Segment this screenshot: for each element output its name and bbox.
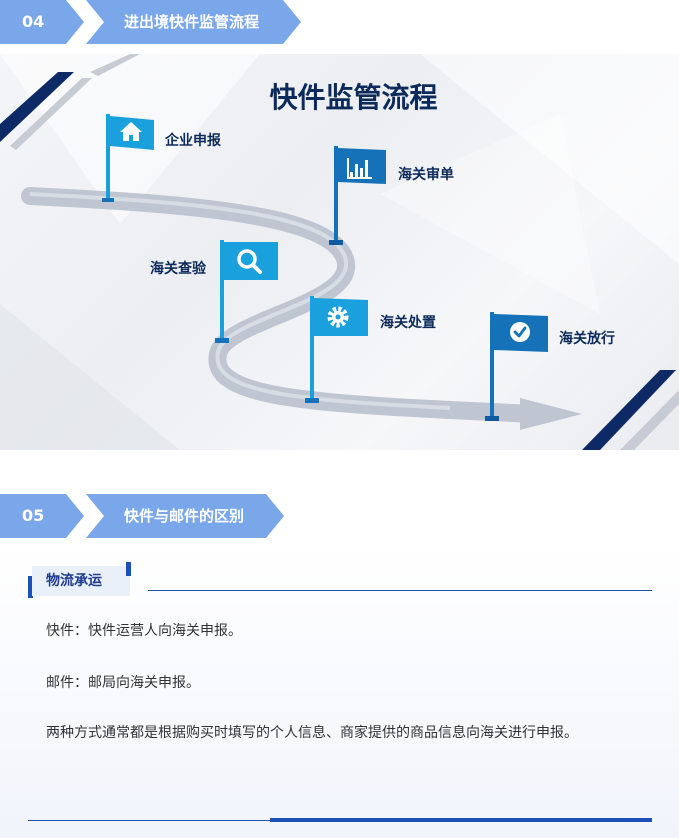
section-04-header: 04 进出境快件监管流程: [0, 0, 679, 44]
section-title-tab: 进出境快件监管流程: [86, 0, 301, 44]
flag-step-2: [329, 146, 386, 245]
step-label: 企业申报: [165, 133, 221, 149]
flag-step-5: [485, 312, 548, 421]
topic-tag: 物流承运: [32, 566, 130, 596]
diagram-title: 快件监管流程: [269, 81, 438, 114]
home-icon: [120, 122, 142, 141]
section-05-body: 物流承运 快件：快件运营人向海关申报。 邮件：邮局向海关申报。 两种方式通常都是…: [0, 540, 679, 838]
step-label: 海关审单: [398, 167, 454, 183]
section-number: 05: [22, 506, 45, 525]
section-title: 快件与邮件的区别: [124, 507, 245, 525]
corner-stripes-top-left: [0, 54, 140, 150]
section-05-header: 05 快件与邮件的区别: [0, 494, 679, 538]
paragraph: 邮件：邮局向海关申报。: [46, 675, 200, 691]
step-label: 海关处置: [380, 315, 436, 331]
corner-stripes-bottom-right: [582, 370, 679, 450]
divider-line: [148, 590, 652, 591]
bottom-divider-thin: [28, 820, 276, 821]
process-diagram: 快件监管流程 企业申报 海关审单 海关: [0, 54, 679, 450]
step-label: 海关查验: [150, 261, 206, 277]
flag-step-4: [305, 296, 368, 403]
tag-corner-accent: [28, 576, 33, 598]
section-title: 进出境快件监管流程: [124, 13, 260, 31]
diagram-graphic: [0, 54, 679, 450]
section-number: 04: [22, 12, 45, 31]
search-icon: [237, 249, 262, 274]
step-label: 海关放行: [559, 331, 615, 347]
bar-chart-icon: [347, 158, 372, 179]
section-title-tab: 快件与邮件的区别: [86, 494, 284, 538]
section-number-tab: 04: [0, 0, 84, 44]
paragraph: 快件：快件运营人向海关申报。: [46, 623, 242, 639]
paragraph: 两种方式通常都是根据购买时填写的个人信息、商家提供的商品信息向海关进行申报。: [46, 725, 578, 741]
bottom-divider-thick: [270, 818, 652, 822]
road-arrowhead: [520, 398, 582, 430]
check-circle-icon: [510, 322, 530, 342]
section-number-tab: 05: [0, 494, 84, 538]
flag-step-1: [102, 114, 154, 202]
tag-corner-accent: [126, 562, 131, 576]
flag-step-3: [215, 240, 278, 343]
gear-icon: [327, 306, 349, 328]
